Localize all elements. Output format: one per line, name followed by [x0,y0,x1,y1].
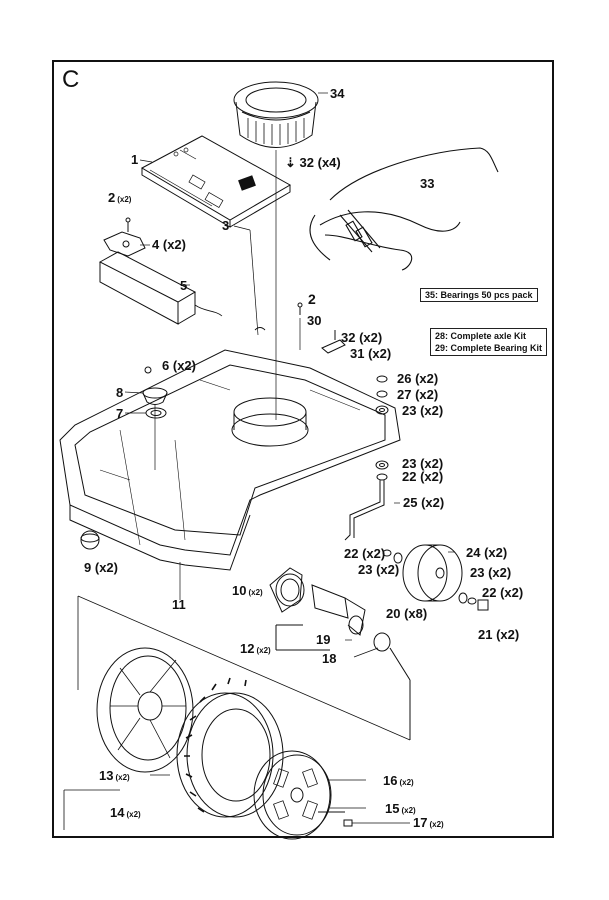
part-4-bracket [103,231,146,257]
callout-30: 30 [307,313,322,328]
part-tyre [176,677,284,818]
callout-32-x2: 32 (x2) [341,330,383,345]
callout-7: 7 [116,406,124,421]
callout-24: 24 (x2) [466,545,508,560]
callout-23-d: 23 (x2) [470,565,512,580]
callout-6: 6 (x2) [162,358,196,373]
callout-32-x4: ⇣ 32 (x4) [285,155,341,170]
callout-18: 18 [322,651,337,666]
callout-19: 19 [316,632,331,647]
callout-31: 31 (x2) [350,346,392,361]
callout-27: 27 (x2) [397,387,439,402]
callout-15: 15(x2) [385,801,416,816]
callout-13: 13(x2) [99,768,130,783]
part-5-battery [98,251,223,325]
callout-3: 3 [222,218,230,233]
callout-12: 12(x2) [240,641,271,656]
callout-23-c: 23 (x2) [358,562,400,577]
part-34-drum [233,81,319,148]
part-24-rear-wheel [382,544,489,611]
callout-4: 4 (x2) [152,237,186,252]
callout-22-b: 22 (x2) [344,546,386,561]
small-parts [125,217,346,374]
section-letter: C [62,66,80,93]
callout-20: 20 (x8) [386,606,428,621]
callout-23-b: 23 (x2) [402,456,444,471]
part-33-cable-harness [309,147,499,271]
note-bearings-pack: 35: Bearings 50 pcs pack [420,288,538,302]
callout-26: 26 (x2) [397,371,439,386]
callout-10: 10(x2) [232,583,263,598]
callout-22-a: 22 (x2) [402,469,444,484]
callout-33: 33 [420,176,435,191]
callout-2-x2: 2(x2) [108,190,132,205]
part-20-motor [275,573,411,740]
callout-1: 1 [131,152,139,167]
part-25-axle [344,480,385,541]
callout-21: 21 (x2) [478,627,520,642]
callout-2: 2 [308,291,316,307]
callout-25: 25 (x2) [403,495,445,510]
callout-12-bracket [275,624,330,651]
callout-17: 17(x2) [413,815,444,830]
part-26-27-23-washers [375,375,389,481]
part-16-hub-cap [253,750,353,840]
callout-11: 11 [172,597,186,612]
callout-5: 5 [180,278,188,293]
wheel-assembly-frame [63,595,411,830]
part-13-inner-hub [96,647,194,773]
callout-9: 9 (x2) [84,560,118,575]
note-kits: 28: Complete axle Kit 29: Complete Beari… [430,328,548,356]
callout-16: 16(x2) [383,773,414,788]
part-1-circuit-board [140,135,292,228]
callout-23-a: 23 (x2) [402,403,444,418]
callout-14: 14(x2) [110,805,141,820]
callout-34: 34 [330,86,345,101]
callout-22-c: 22 (x2) [482,585,524,600]
callout-8: 8 [116,385,124,400]
part-11-chassis [59,349,401,571]
leader-lines [124,92,455,824]
part-10-gasket [269,567,303,613]
